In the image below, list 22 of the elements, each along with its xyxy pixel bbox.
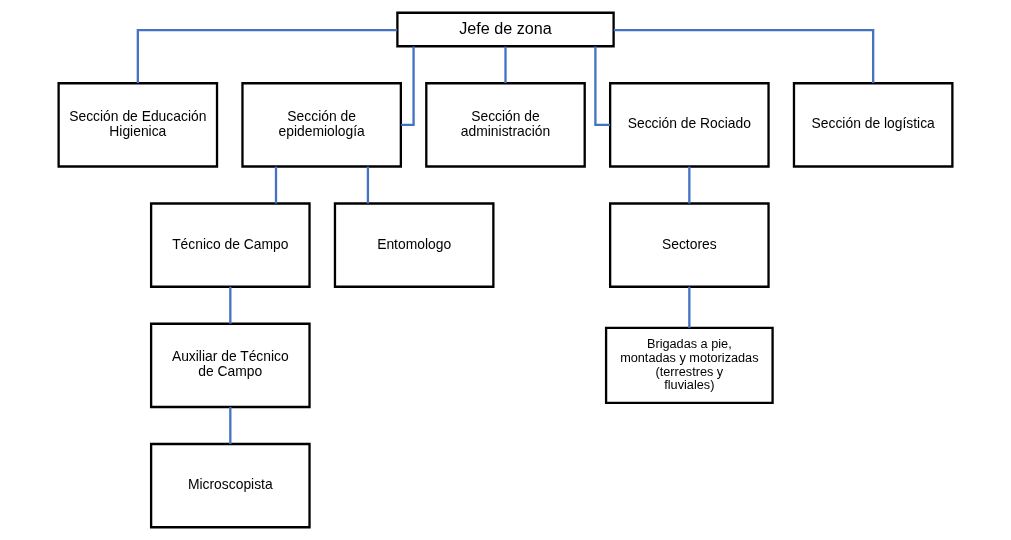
connector: [401, 46, 415, 127]
connector: [688, 166, 691, 204]
node-box: Sección de logística: [792, 82, 954, 168]
node-box: Jefe de zona: [396, 11, 615, 48]
connector: [136, 28, 398, 84]
connector: [274, 166, 278, 204]
node-box: Entomologo: [333, 202, 495, 288]
node-box: Microscopista: [149, 442, 311, 529]
node-box: Sección de Rociado: [609, 82, 770, 168]
connector: [688, 286, 691, 328]
connector: [504, 46, 507, 83]
connector: [613, 28, 875, 84]
node-box: Auxiliar de Técnico de Campo: [149, 322, 311, 409]
connector: [366, 166, 370, 204]
node-box: Sección de administración: [425, 82, 586, 168]
node-box: Sectores: [609, 202, 770, 288]
node-box: Sección de Educación Higienica: [57, 82, 219, 168]
node-box: Brigadas a pie, montadas y motorizadas (terrestres y fluviales): [604, 326, 774, 405]
connector: [229, 286, 232, 324]
node-box: Técnico de Campo: [149, 202, 311, 288]
connector: [229, 407, 232, 444]
node-box: Sección de epidemiología: [241, 82, 402, 168]
